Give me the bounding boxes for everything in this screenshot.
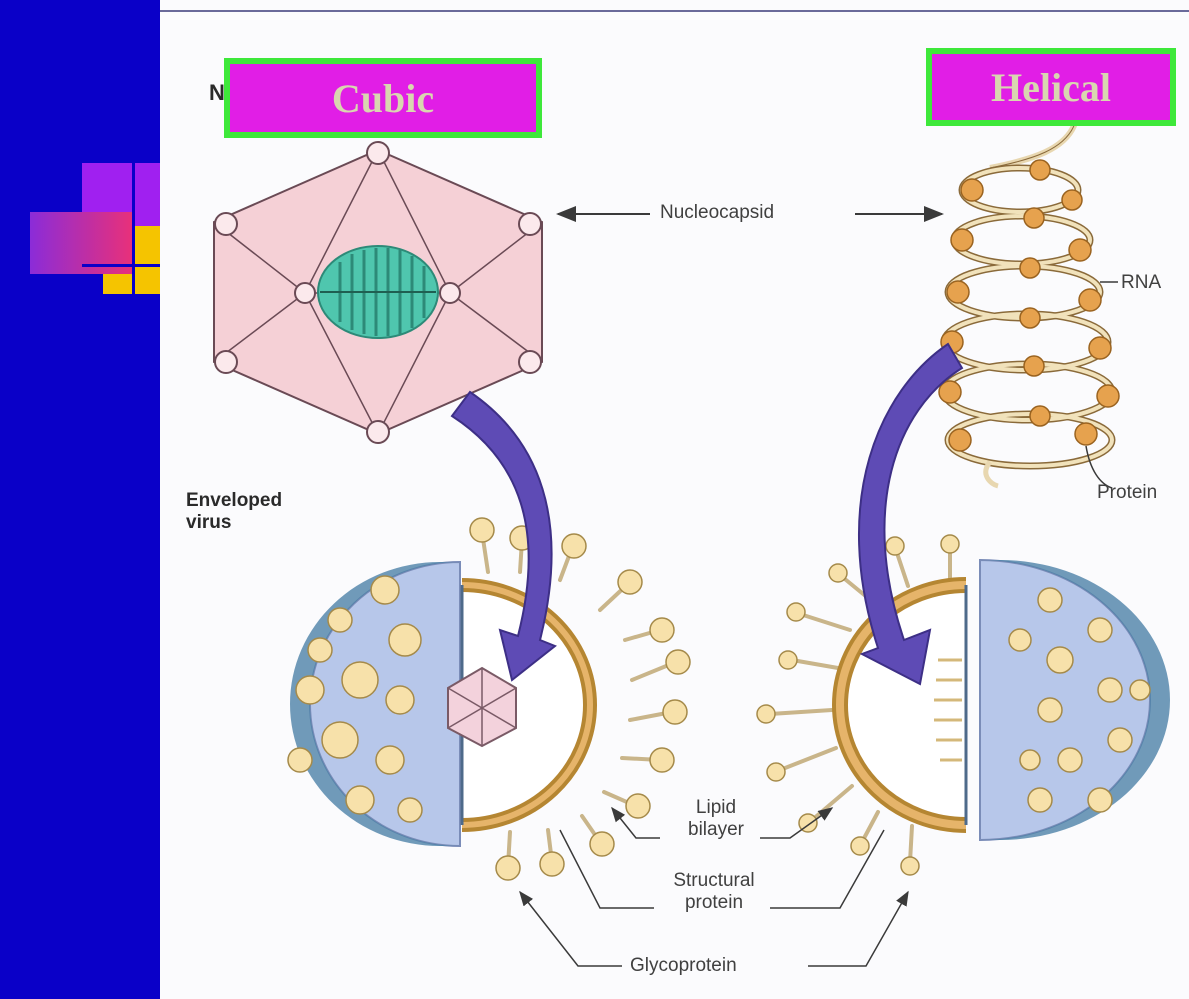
nucleocapsid-label: Nucleocapsid	[660, 202, 774, 224]
cubic-capsid-icon	[214, 142, 542, 443]
structural-protein-label: Structural protein	[654, 870, 774, 914]
enveloped-virus-cubic	[288, 518, 690, 880]
helical-tag: Helical	[926, 48, 1176, 126]
title-fragment: N	[209, 80, 225, 105]
helical-nucleocapsid-icon	[939, 120, 1119, 486]
glycoprotein-label: Glycoprotein	[630, 955, 737, 977]
cubic-tag: Cubic	[224, 58, 542, 138]
enveloped-virus-helical	[757, 535, 1170, 875]
enveloped-virus-label: Enveloped virus	[186, 490, 306, 534]
rna-label: RNA	[1121, 272, 1161, 294]
protein-label: Protein	[1097, 482, 1157, 504]
lipid-bilayer-label: Lipid bilayer	[666, 797, 766, 841]
